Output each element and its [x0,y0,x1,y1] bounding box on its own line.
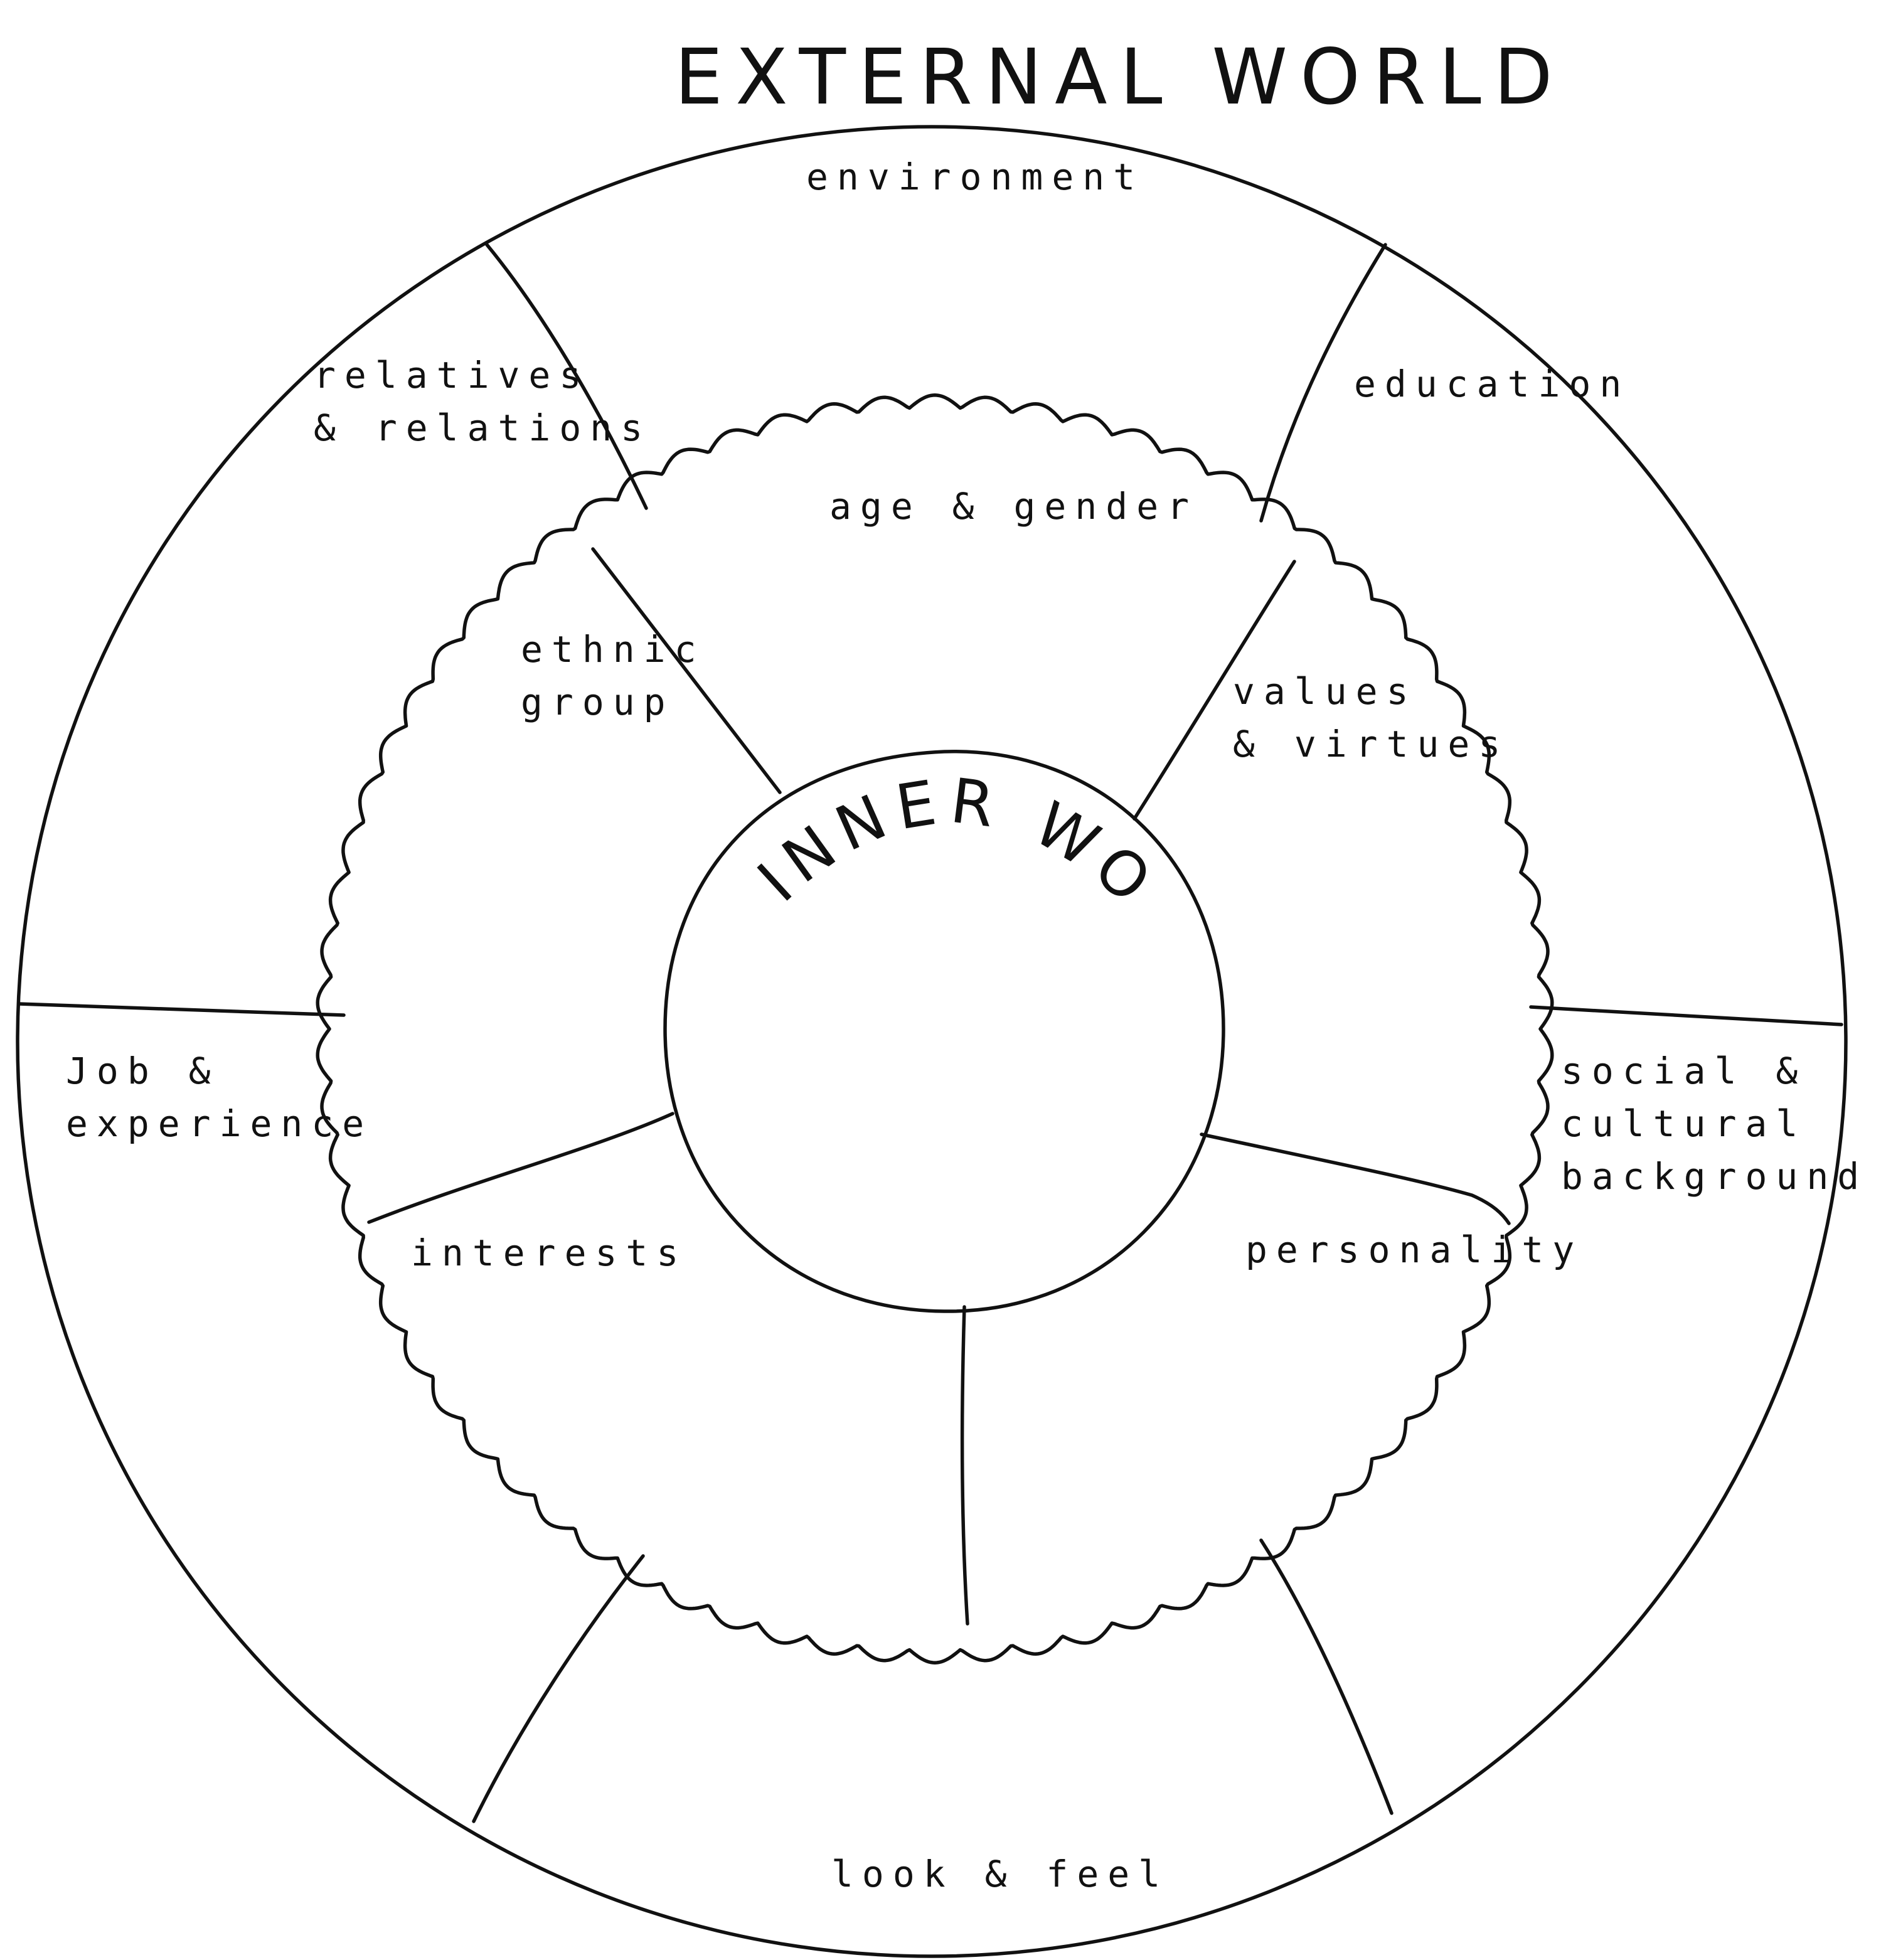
label-education: education [1354,363,1631,405]
label-social-cultural-background: social & cultural background [1561,1050,1868,1198]
label-look-feel: look & feel [831,1853,1170,1895]
divider-age-values [1132,560,1296,821]
label-interests: interests [411,1232,688,1274]
divider-interests-ethnic [367,1112,674,1224]
divider-education-social [1529,1005,1843,1026]
label-job-experience: Job & experience [66,1050,373,1146]
divider-values-personality [1200,1132,1511,1225]
scalloped-inner-ring [316,393,1554,1664]
divider-relatives-environment [485,243,648,510]
divider-look-job [472,1554,645,1823]
divider-environment-education [1259,243,1387,523]
label-age-gender: age & gender [829,485,1198,528]
divider-social-look [1259,1538,1393,1815]
label-values-virtues: values & virtues [1233,670,1510,766]
label-environment: environment [806,156,1144,198]
label-ethnic-group: ethnic group [521,628,705,724]
divider-job-relatives [17,1002,346,1017]
divider-personality-interests [960,1305,969,1626]
divider-ethnic-age [591,547,782,794]
label-personality: personality [1245,1228,1584,1271]
outer-circle [16,125,1848,1958]
label-relatives-relations: relatives & relations [314,354,652,450]
inner-circle [663,750,1225,1313]
external-world-title: EXTERNAL WORLD [674,33,1565,122]
inner-world-label: INNER WORLD [0,0,1171,924]
